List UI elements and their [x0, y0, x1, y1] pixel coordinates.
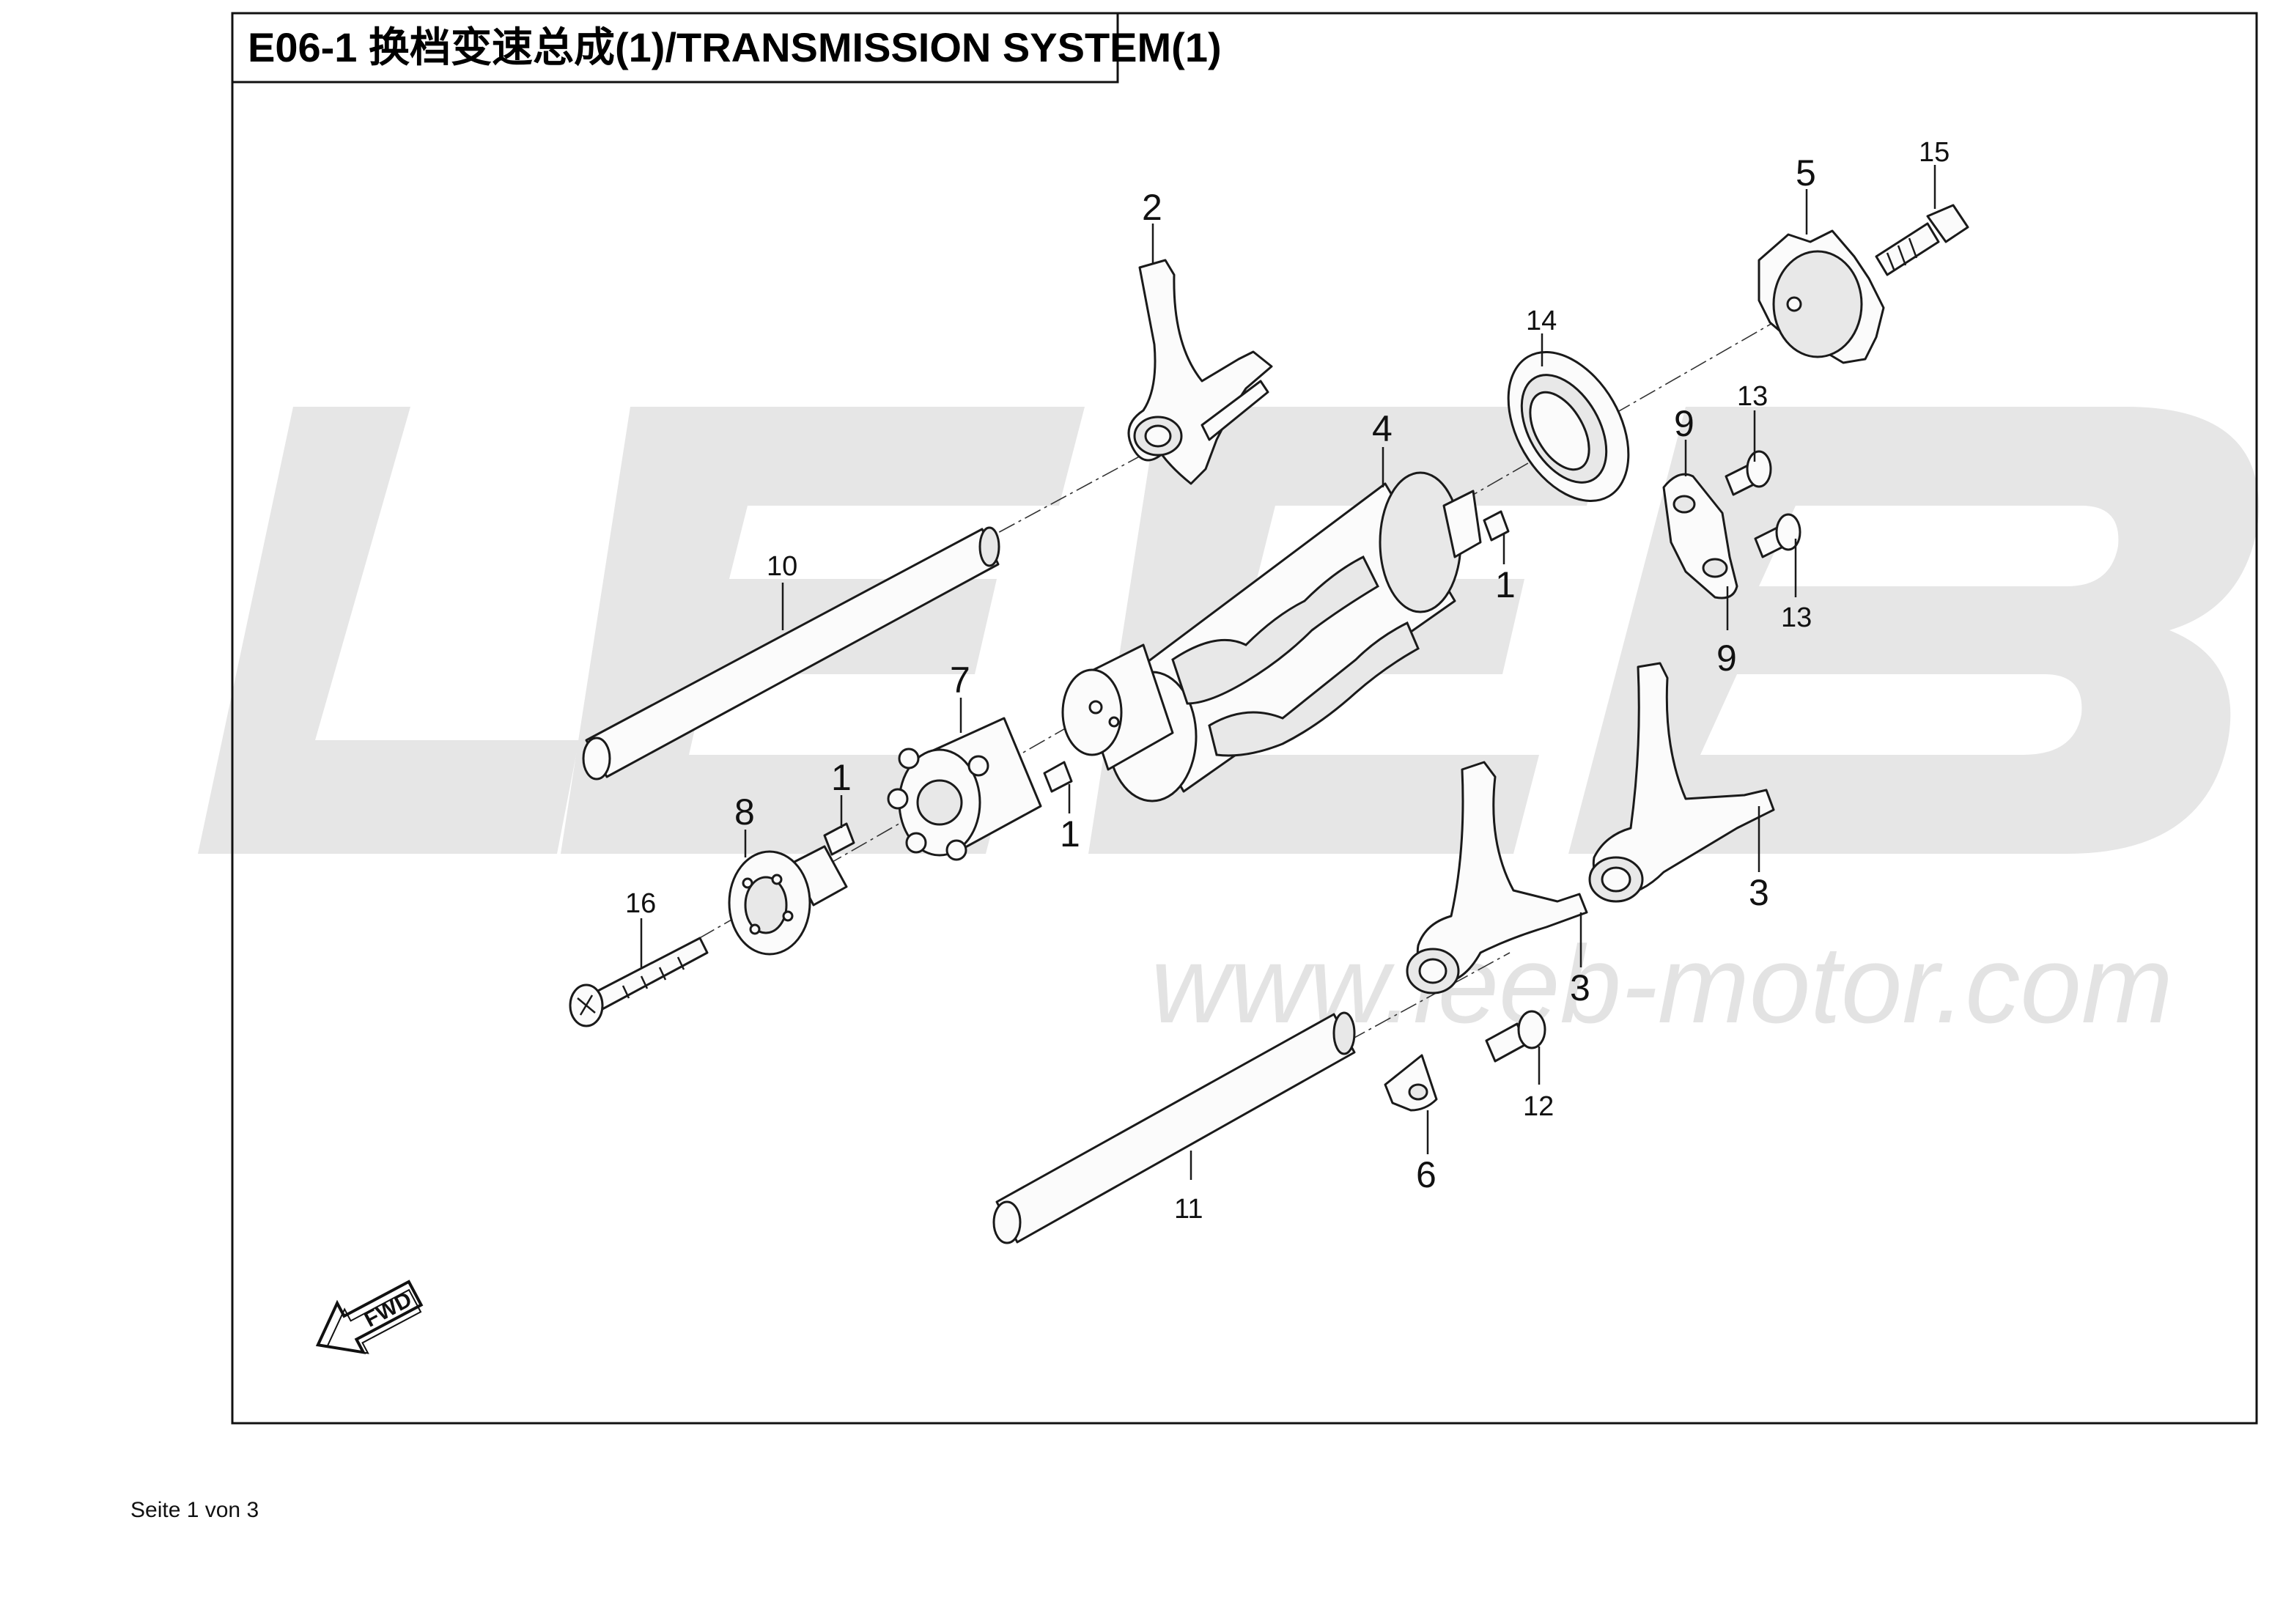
shift-fork-part-2	[1127, 259, 1273, 485]
callout-6: 6	[1416, 1154, 1436, 1195]
pin-part-1-right	[1043, 761, 1073, 793]
pin-part-1-left	[823, 822, 855, 856]
fwd-arrow: FWD	[315, 1280, 424, 1354]
plate-part-6	[1384, 1054, 1438, 1112]
callout-4: 4	[1372, 408, 1393, 449]
bolt-part-15	[1875, 204, 1969, 276]
diagram-frame	[231, 12, 2258, 1425]
callout-3-left: 3	[1570, 967, 1590, 1008]
plate-part-9	[1662, 473, 1738, 599]
cam-segment-part-7	[887, 717, 1042, 861]
watermark-url: www.leeb-motor.com	[1151, 923, 2173, 1046]
bearing-part-14	[1507, 351, 1630, 502]
callout-8: 8	[734, 791, 755, 833]
callout-1-drum: 1	[1495, 564, 1516, 605]
callout-13-upper: 13	[1737, 381, 1768, 412]
shift-fork-part-3-left	[1406, 761, 1588, 994]
callout-1-left: 1	[831, 757, 852, 798]
callout-14: 14	[1526, 306, 1557, 336]
callout-15: 15	[1919, 137, 1950, 168]
screw-part-13-upper	[1725, 450, 1772, 496]
callout-7: 7	[950, 660, 970, 701]
shaft-part-10	[582, 526, 1000, 780]
stopper-hub-part-8	[728, 845, 848, 956]
callout-1-right: 1	[1060, 813, 1080, 855]
shift-fork-part-3-right	[1588, 662, 1775, 903]
star-plate-part-5	[1758, 229, 1885, 364]
bolt-part-12	[1485, 1010, 1546, 1063]
page-title: E06-1 换档变速总成(1)/TRANSMISSION SYSTEM(1)	[248, 24, 1222, 70]
page-footer: Seite 1 von 3	[130, 1498, 259, 1522]
shift-drum-part-4	[1061, 471, 1482, 802]
callout-11: 11	[1174, 1194, 1203, 1225]
callout-2: 2	[1142, 187, 1162, 228]
pin-part-1-drum	[1483, 510, 1510, 542]
callout-3-right: 3	[1749, 872, 1769, 913]
callout-10: 10	[767, 551, 797, 582]
callout-13-lower: 13	[1781, 602, 1812, 633]
callout-12: 12	[1523, 1091, 1554, 1122]
leader-lines	[640, 165, 1936, 1180]
screw-part-13-lower	[1754, 513, 1801, 558]
shaft-part-11	[992, 1011, 1356, 1244]
callout-16: 16	[625, 888, 656, 919]
screw-part-16	[569, 937, 709, 1027]
callout-9-upper: 9	[1674, 403, 1694, 444]
title-box	[231, 12, 1119, 84]
callout-5: 5	[1796, 152, 1816, 193]
callout-9-lower: 9	[1716, 638, 1737, 679]
